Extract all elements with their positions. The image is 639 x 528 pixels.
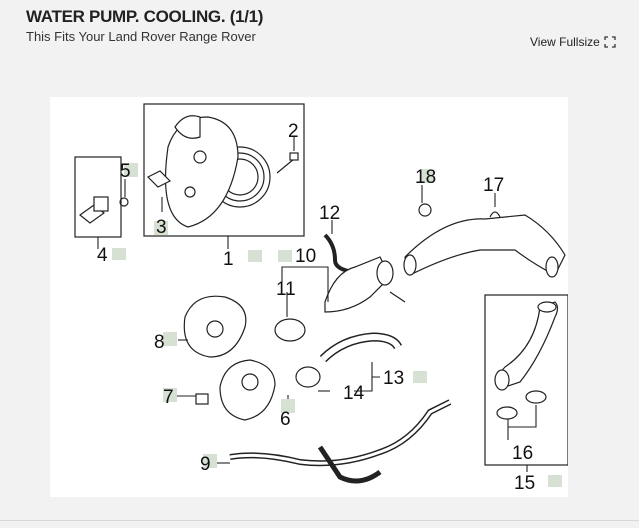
callout-11[interactable]: 11 [276, 279, 296, 300]
callout-8[interactable]: 8 [154, 332, 165, 353]
callout-9[interactable]: 9 [200, 454, 211, 475]
bolt-part-2 [276, 152, 299, 174]
callout-1[interactable]: 1 [223, 249, 234, 270]
callout-3[interactable]: 3 [156, 217, 167, 238]
callout-16[interactable]: 16 [512, 443, 533, 464]
callout-numbers: 1 2 3 4 5 6 7 8 9 10 11 12 13 14 15 16 1… [97, 121, 535, 494]
vehicle-fitment-subtitle: This Fits Your Land Rover Range Rover [26, 29, 256, 44]
callout-6[interactable]: 6 [280, 409, 291, 430]
page-header: WATER PUMP. COOLING. (1/1) This Fits You… [0, 0, 639, 56]
expand-icon [604, 36, 616, 48]
housing-part-8 [183, 295, 247, 358]
clamp-part-11 [274, 318, 306, 342]
outlet-pipe-part-15 [494, 301, 559, 391]
callout-2[interactable]: 2 [288, 121, 299, 142]
callout-4[interactable]: 4 [97, 245, 108, 266]
bolt-part-7 [195, 393, 209, 405]
view-fullsize-label: View Fullsize [530, 35, 600, 49]
parts-diagram-svg: 1 2 3 4 5 6 7 8 9 10 11 12 13 14 15 16 1… [74, 103, 568, 494]
group-box-1 [143, 103, 305, 237]
nut-part-18 [418, 203, 432, 217]
callout-5[interactable]: 5 [120, 161, 131, 182]
clamp-part-14 [295, 366, 321, 388]
thermostat-housing-part-10 [324, 256, 406, 313]
callout-14[interactable]: 14 [343, 383, 365, 404]
small-pipe-part-12 [323, 233, 356, 274]
page-title: WATER PUMP. COOLING. (1/1) [26, 7, 264, 26]
bottom-divider [0, 520, 639, 521]
callout-13[interactable]: 13 [383, 368, 404, 389]
callout-leaders [97, 137, 537, 472]
water-pump-part [146, 115, 271, 228]
callout-17[interactable]: 17 [483, 175, 504, 196]
callout-15[interactable]: 15 [514, 473, 535, 494]
o-ring-part-16b [525, 390, 547, 404]
callout-chips [112, 163, 562, 487]
callout-10[interactable]: 10 [295, 246, 316, 267]
callout-18[interactable]: 18 [415, 167, 436, 188]
o-ring-part-16a [496, 406, 518, 420]
coolant-pipe-part-17 [403, 211, 566, 278]
housing-part-6 [219, 359, 276, 421]
parts-diagram: 1 2 3 4 5 6 7 8 9 10 11 12 13 14 15 16 1… [50, 97, 568, 497]
callout-7[interactable]: 7 [163, 387, 174, 408]
callout-12[interactable]: 12 [319, 203, 340, 224]
view-fullsize-button[interactable]: View Fullsize [530, 35, 616, 49]
temperature-sensor-part [79, 196, 129, 224]
